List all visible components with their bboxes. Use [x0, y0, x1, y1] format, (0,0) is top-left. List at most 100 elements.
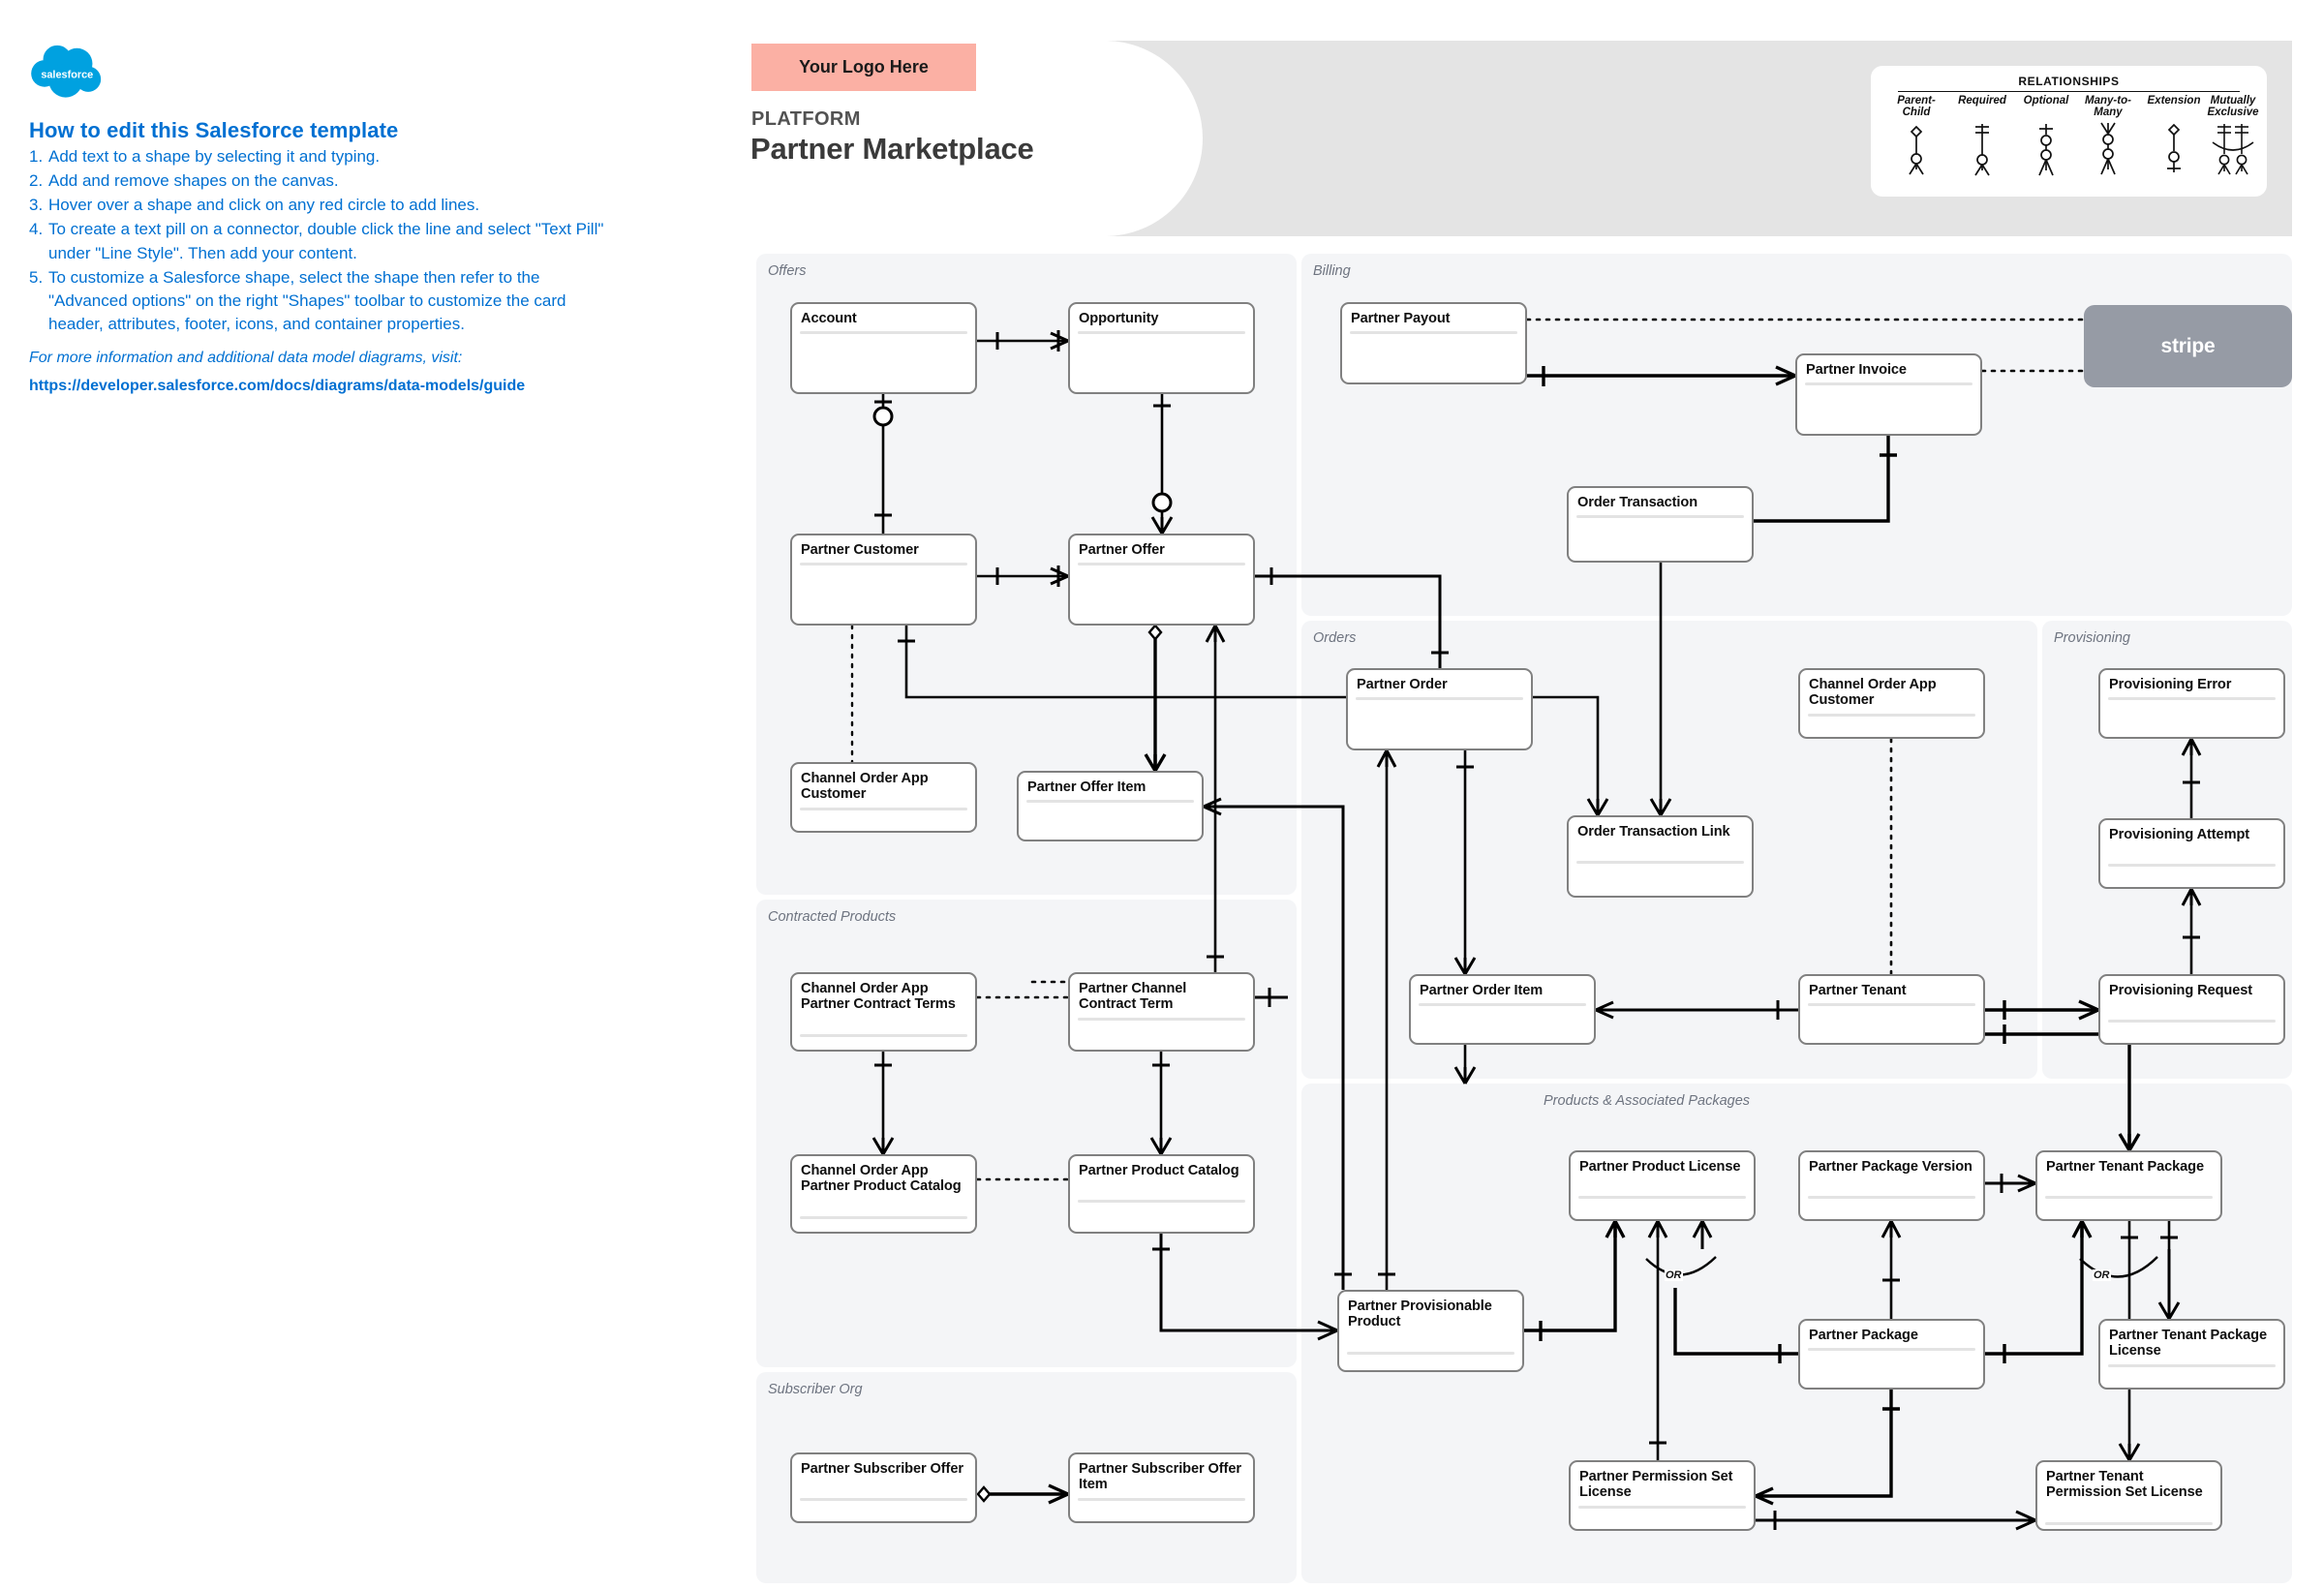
svg-text:salesforce: salesforce [41, 69, 93, 80]
or-label: OR [1665, 1269, 1683, 1281]
entity-divider [800, 563, 967, 565]
entity-divider [800, 1034, 967, 1037]
legend-label: Exclusive [2207, 107, 2259, 119]
step-number: 2. [29, 171, 44, 191]
entity-label: Partner Offer Item [1027, 779, 1147, 795]
entity-divider [800, 1216, 967, 1219]
entity-divider [2108, 1364, 2276, 1367]
entity-label: Partner Provisionable Product [1348, 1299, 1492, 1330]
entity-provisioning-attempt[interactable]: Provisioning Attempt [2098, 818, 2285, 889]
legend-item-optional: Optional [2016, 95, 2076, 183]
entity-label: Channel Order App Partner Contract Terms [801, 981, 956, 1013]
entity-partner-tenant[interactable]: Partner Tenant [1798, 974, 1985, 1045]
entity-divider [1078, 1018, 1245, 1021]
external-entity-stripe[interactable]: stripe [2084, 305, 2292, 387]
entity-partner-package-version[interactable]: Partner Package Version [1798, 1150, 1985, 1221]
entity-partner-package[interactable]: Partner Package [1798, 1319, 1985, 1390]
many-to-many-symbol-icon [2076, 121, 2140, 182]
extension-symbol-icon [2144, 122, 2204, 183]
entity-divider [1350, 331, 1517, 334]
entity-label: Partner Invoice [1806, 362, 1907, 378]
page-title: Partner Marketplace [750, 132, 1034, 166]
entity-partner-product-license[interactable]: Partner Product License [1569, 1150, 1756, 1221]
mutually-exclusive-symbol-icon [2202, 121, 2264, 182]
entity-label: Provisioning Attempt [2109, 827, 2250, 842]
entity-label: Partner Customer [801, 542, 919, 558]
required-symbol-icon [1952, 122, 2012, 183]
entity-divider [1356, 697, 1523, 700]
step-number: 5. [29, 267, 44, 287]
platform-label: PLATFORM [751, 108, 861, 130]
legend-heading: RELATIONSHIPS [2018, 75, 2120, 88]
section-title-products-packages: Products & Associated Packages [1544, 1093, 1751, 1109]
step-number: 3. [29, 196, 44, 215]
entity-partner-offer-item[interactable]: Partner Offer Item [1017, 771, 1204, 841]
legend-item-extension: Extension [2144, 95, 2204, 183]
legend-label: Optional [2023, 95, 2069, 107]
entity-channel-order-app-customer-offers[interactable]: Channel Order App Customer [790, 762, 977, 833]
entity-divider [1578, 1196, 1746, 1199]
entity-partner-subscriber-offer-item[interactable]: Partner Subscriber Offer Item [1068, 1452, 1255, 1523]
entity-provisioning-error[interactable]: Provisioning Error [2098, 668, 2285, 739]
entity-partner-product-catalog[interactable]: Partner Product Catalog [1068, 1154, 1255, 1234]
entity-opportunity[interactable]: Opportunity [1068, 302, 1255, 394]
step-number: 4. [29, 220, 44, 239]
entity-label: Partner Subscriber Offer Item [1079, 1461, 1241, 1493]
legend-label: Many [2094, 107, 2123, 119]
entity-channel-order-app-partner-product-catalog[interactable]: Channel Order App Partner Product Catalo… [790, 1154, 977, 1234]
entity-divider [1808, 1348, 1975, 1351]
legend-label: Extension [2147, 95, 2201, 107]
instruction-step: 2. Add and remove shapes on the canvas. [29, 169, 620, 193]
entity-label: Partner Payout [1351, 311, 1451, 326]
documentation-link[interactable]: https://developer.salesforce.com/docs/di… [29, 378, 526, 394]
entity-channel-order-app-customer-orders[interactable]: Channel Order App Customer [1798, 668, 1985, 739]
entity-divider [800, 1498, 967, 1501]
entity-partner-order-item[interactable]: Partner Order Item [1409, 974, 1596, 1045]
entity-partner-channel-contract-term[interactable]: Partner Channel Contract Term [1068, 972, 1255, 1052]
entity-label: Partner Order [1357, 677, 1448, 692]
entity-partner-order[interactable]: Partner Order [1346, 668, 1533, 750]
entity-divider [1808, 714, 1975, 717]
logo-placeholder[interactable]: Your Logo Here [751, 44, 976, 91]
entity-divider [2108, 864, 2276, 867]
entity-channel-order-app-partner-contract-terms[interactable]: Channel Order App Partner Contract Terms [790, 972, 977, 1052]
entity-partner-invoice[interactable]: Partner Invoice [1795, 353, 1982, 436]
entity-divider [2045, 1522, 2213, 1525]
entity-divider [1026, 800, 1194, 803]
entity-partner-subscriber-offer[interactable]: Partner Subscriber Offer [790, 1452, 977, 1523]
step-number: 1. [29, 147, 44, 166]
instructions-note: For more information and additional data… [29, 350, 463, 366]
entity-partner-provisionable-product[interactable]: Partner Provisionable Product [1337, 1290, 1524, 1372]
entity-partner-offer[interactable]: Partner Offer [1068, 534, 1255, 626]
entity-order-transaction-link[interactable]: Order Transaction Link [1567, 815, 1754, 898]
entity-label: Account [801, 311, 857, 326]
entity-divider [1078, 331, 1245, 334]
entity-partner-tenant-package-license[interactable]: Partner Tenant Package License [2098, 1319, 2285, 1390]
entity-divider [1576, 515, 1744, 518]
step-text: Add text to a shape by selecting it and … [48, 147, 381, 166]
legend-item-many-to-many: Many-to-Many [2076, 95, 2140, 182]
entity-partner-customer[interactable]: Partner Customer [790, 534, 977, 626]
entity-label: Partner Tenant Permission Set License [2046, 1469, 2203, 1501]
entity-partner-permission-set-license[interactable]: Partner Permission Set License [1569, 1460, 1756, 1531]
legend-label: Many-to- [2085, 95, 2131, 107]
entity-divider [800, 331, 967, 334]
entity-partner-payout[interactable]: Partner Payout [1340, 302, 1527, 384]
entity-provisioning-request[interactable]: Provisioning Request [2098, 974, 2285, 1045]
entity-account[interactable]: Account [790, 302, 977, 394]
or-label: OR [2093, 1269, 2111, 1281]
entity-partner-tenant-package[interactable]: Partner Tenant Package [2035, 1150, 2222, 1221]
parent-child-symbol-icon [1886, 121, 1946, 182]
entity-order-transaction[interactable]: Order Transaction [1567, 486, 1754, 563]
optional-symbol-icon [2016, 122, 2076, 183]
entity-divider [800, 808, 967, 810]
salesforce-logo: salesforce [29, 41, 107, 101]
instructions-title: How to edit this Salesforce template [29, 118, 399, 142]
entity-partner-tenant-permission-set-license[interactable]: Partner Tenant Permission Set License [2035, 1460, 2222, 1531]
entity-divider [1808, 1196, 1975, 1199]
entity-label: Partner Product License [1579, 1159, 1741, 1175]
entity-label: Provisioning Request [2109, 983, 2253, 998]
section-title-subscriber-org: Subscriber Org [768, 1382, 863, 1397]
entity-label: Partner Package Version [1809, 1159, 1972, 1175]
entity-divider [1808, 1003, 1975, 1006]
